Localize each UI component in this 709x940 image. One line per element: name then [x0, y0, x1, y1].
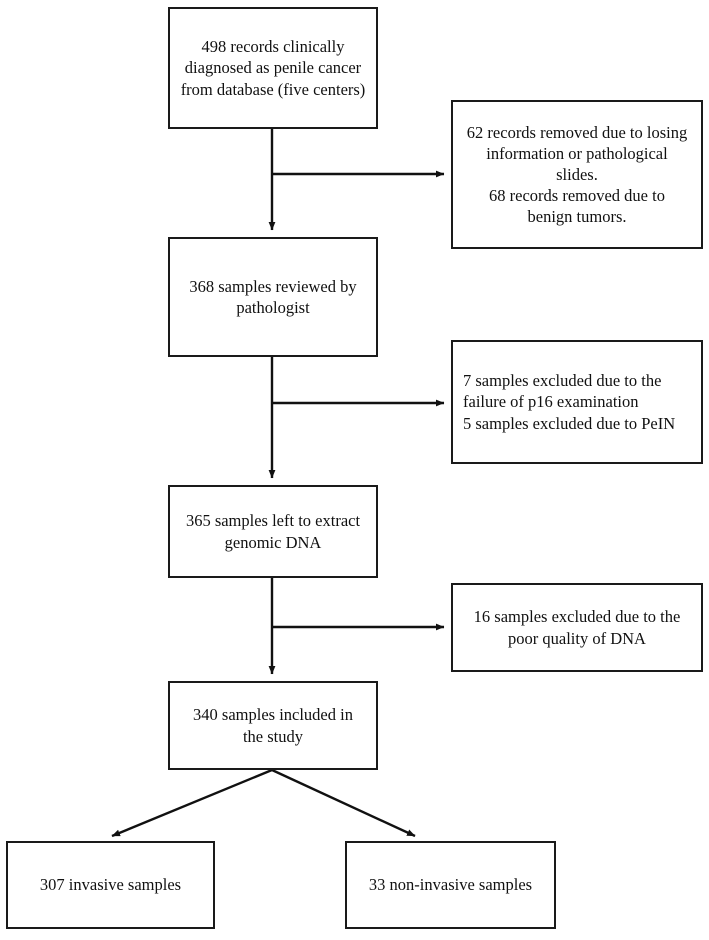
node-records-identified: 498 records clinically diagnosed as peni… [168, 7, 378, 129]
node-label: 62 records removed due to losing informa… [466, 122, 688, 227]
connector-n4-n6 [271, 768, 416, 838]
node-exclusion-records-removed: 62 records removed due to losing informa… [451, 100, 703, 249]
node-exclusion-p16-pein: 7 samples excluded due to the failure of… [451, 340, 703, 464]
node-label: 33 non-invasive samples [368, 875, 533, 895]
node-exclusion-poor-dna-quality: 16 samples excluded due to the poor qual… [451, 583, 703, 672]
node-label: 307 invasive samples [39, 875, 182, 895]
node-samples-reviewed: 368 samples reviewed by pathologist [168, 237, 378, 357]
node-label: 7 samples excluded due to the failure of… [463, 371, 676, 433]
node-label: 16 samples excluded due to the poor qual… [473, 607, 681, 648]
node-invasive-samples: 307 invasive samples [6, 841, 215, 929]
node-label: 365 samples left to extract genomic DNA [185, 511, 361, 552]
node-label: 368 samples reviewed by pathologist [189, 276, 357, 317]
node-non-invasive-samples: 33 non-invasive samples [345, 841, 556, 929]
node-label: 498 records clinically diagnosed as peni… [180, 37, 366, 99]
node-label: 340 samples included in the study [193, 705, 353, 746]
node-samples-included: 340 samples included in the study [168, 681, 378, 770]
node-samples-dna-extraction: 365 samples left to extract genomic DNA [168, 485, 378, 578]
connector-n4-n5 [111, 768, 273, 838]
